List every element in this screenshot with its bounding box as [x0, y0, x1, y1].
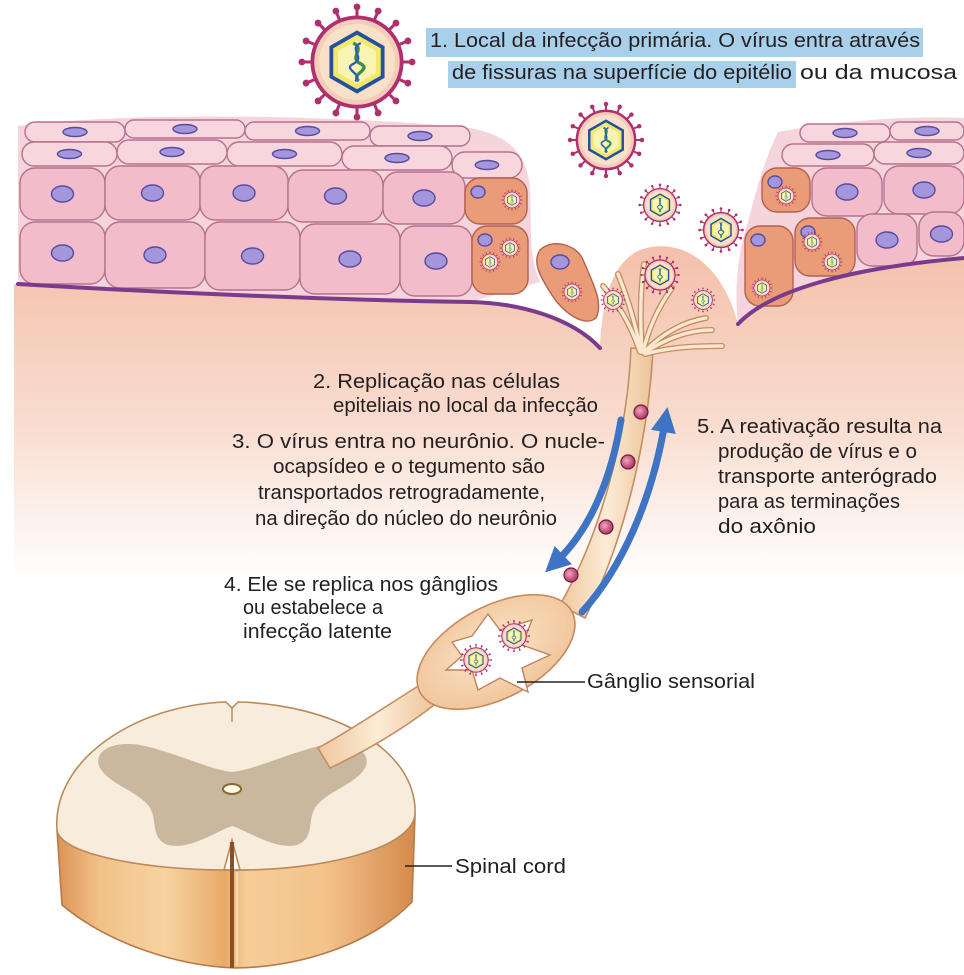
herpesvirus-virion-icon [500, 238, 521, 259]
cell-nucleus [475, 161, 498, 170]
herpesvirus-virion-icon [480, 252, 501, 273]
step2-line2: epiteliais no local da infecção [333, 395, 598, 417]
cell-nucleus [173, 125, 197, 134]
step2-line1: 2. Replicação nas células [313, 371, 560, 393]
cell-nucleus [836, 184, 858, 200]
step4-line3: infecção latente [243, 621, 392, 643]
step5-line5: do axônio [718, 516, 816, 538]
cell-nucleus [242, 248, 264, 264]
cell-nucleus [273, 150, 297, 159]
cell-nucleus [52, 245, 74, 261]
step3-line1: 3. O vírus entra no neurônio. O nucle- [232, 431, 605, 453]
cell-nucleus [768, 176, 782, 188]
step3-line2: ocapsídeo e o tegumento são [273, 456, 545, 478]
cell-nucleus [63, 128, 87, 137]
herpesvirus-virion-icon [691, 288, 716, 313]
cell-nucleus [478, 234, 492, 246]
cell-nucleus [144, 247, 166, 263]
cell-nucleus [385, 154, 409, 163]
step5-line1: 5. A reativação resulta na [697, 416, 943, 438]
cell-nucleus [233, 185, 255, 201]
step4-line2: ou estabelece a [243, 597, 384, 619]
central-canal [223, 784, 241, 794]
step3-line4: na direção do núcleo do neurônio [255, 508, 557, 530]
virus-particle [599, 520, 613, 534]
cell-nucleus [751, 234, 765, 246]
cell-nucleus [913, 182, 935, 198]
herpesvirus-virion-icon [568, 102, 644, 178]
cell-nucleus [325, 188, 347, 204]
herpesvirus-virion-icon [638, 183, 681, 226]
virus-particle [621, 455, 635, 469]
cell-nucleus [339, 251, 361, 267]
step3-line3: transportados retrogradamente, [258, 482, 545, 504]
herpesvirus-virion-icon [298, 3, 415, 120]
step1-line2-highlighted: de fissuras na superfície do epitélio [452, 62, 792, 84]
cell-nucleus [142, 185, 164, 201]
cell-nucleus [816, 151, 840, 160]
herpesvirus-virion-icon [802, 232, 823, 253]
cell-nucleus [413, 190, 435, 206]
virus-particle [634, 405, 648, 419]
cell-nucleus [876, 232, 898, 248]
cell-nucleus [833, 129, 857, 138]
cell-nucleus [52, 186, 74, 202]
step4-line1: 4. Ele se replica nos gânglios [224, 574, 498, 596]
spinal-cord-label: Spinal cord [455, 856, 566, 878]
cell-nucleus [425, 253, 447, 269]
cell-nucleus [551, 255, 569, 269]
step1-line2-rest: ou da mucosa [800, 62, 958, 84]
ganglion-label: Gânglio sensorial [587, 671, 755, 693]
herpesvirus-virion-icon [822, 252, 843, 273]
step5-line4: para as terminações [718, 491, 900, 513]
step5-line3: transporte anterógrado [718, 466, 937, 488]
cell-nucleus [471, 186, 485, 198]
herpesvirus-virion-icon [498, 620, 530, 652]
herpesvirus-virion-icon [698, 207, 744, 253]
step5-line2: produção de vírus e o [718, 441, 917, 463]
herpesvirus-virion-icon [562, 282, 583, 303]
detached-infected-cell [537, 244, 599, 321]
step1-line1: 1. Local da infecção primária. O vírus e… [430, 30, 920, 52]
cell-nucleus [931, 226, 953, 242]
cell-nucleus [408, 132, 432, 141]
cell-nucleus [907, 149, 931, 158]
herpesvirus-virion-icon [640, 255, 679, 294]
herpesvirus-virion-icon [752, 278, 773, 299]
herpesvirus-virion-icon [776, 186, 797, 207]
cell-nucleus [160, 148, 184, 157]
herpesvirus-virion-icon [460, 644, 492, 676]
cell-nucleus [58, 150, 82, 159]
herpesvirus-virion-icon [502, 190, 523, 211]
herpesvirus-virion-icon [601, 288, 626, 313]
cell-nucleus [296, 127, 320, 136]
cell-nucleus [915, 127, 939, 136]
virus-particle [564, 568, 578, 582]
